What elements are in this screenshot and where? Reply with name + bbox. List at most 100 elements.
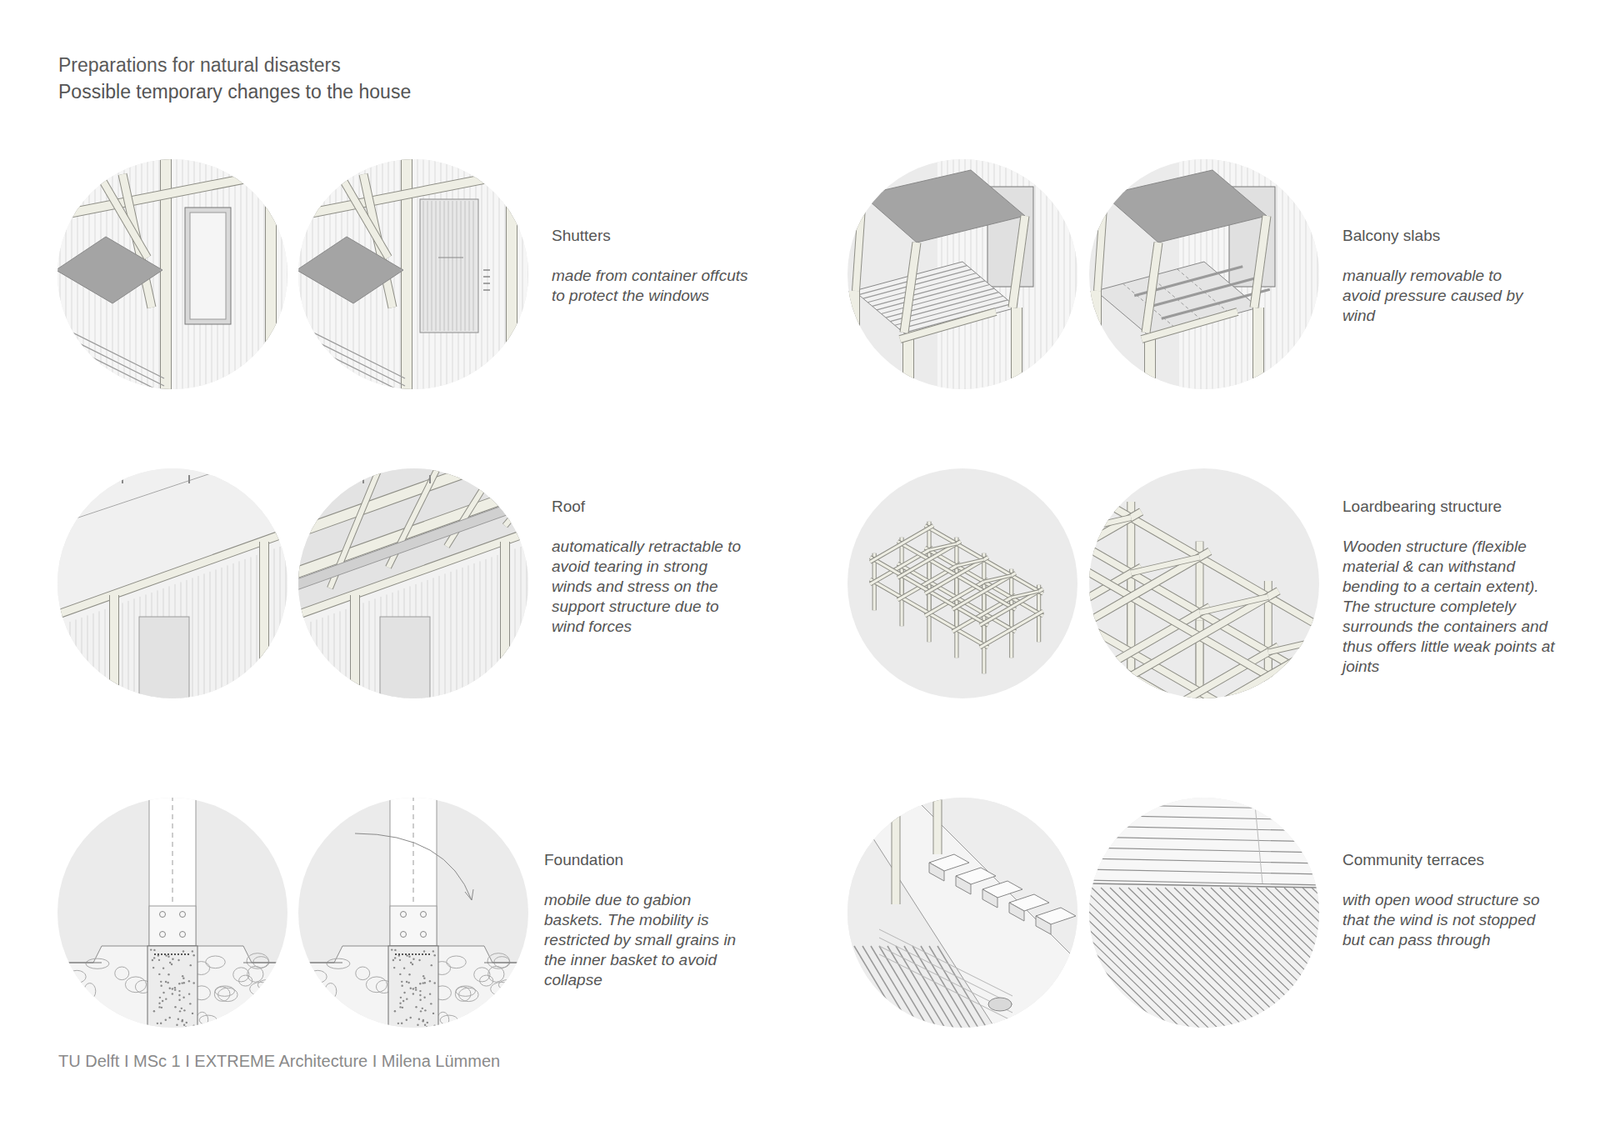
open-slat [1201, 887, 1352, 1034]
open-slat [1174, 887, 1325, 1034]
gabion-stone [297, 1015, 313, 1025]
gabion-stone [255, 997, 275, 1011]
small-grain [424, 981, 426, 984]
open-slat [1247, 887, 1398, 1034]
steel-plate [149, 905, 196, 946]
feature-description: mobile due to gabion baskets. The mobili… [544, 890, 745, 990]
corrugation-line [240, 157, 242, 391]
gabion-stone [250, 981, 272, 995]
corrugation-line [274, 548, 275, 700]
open-slat [1192, 887, 1343, 1034]
timber-beam [929, 543, 957, 550]
corrugation-line [487, 157, 489, 391]
timber-beam-outline [921, 541, 930, 685]
small-grain [405, 997, 408, 1000]
timber-beam-outline [1189, 685, 1347, 777]
corrugation-line [305, 623, 306, 700]
corrugation-line [456, 200, 458, 331]
timber-beam-outline [855, 195, 863, 291]
timber-beam-outline [1120, 590, 1279, 682]
timber-beam [296, 170, 530, 216]
roof-fixing [121, 475, 124, 484]
open-slat [1311, 887, 1462, 1034]
timber-beam [870, 525, 934, 563]
small-grain [422, 981, 425, 984]
timber-beam-outline [902, 336, 915, 391]
terrace-slat [887, 945, 938, 1030]
window-glass [190, 212, 226, 320]
timber-beam-outline [109, 595, 120, 700]
small-grain [399, 1002, 401, 1005]
small-grain [401, 1006, 404, 1009]
motion-arc [355, 833, 472, 900]
grey-slab [55, 236, 163, 304]
small-grain [412, 987, 415, 990]
small-grain [165, 1019, 167, 1021]
timber-column [390, 791, 437, 946]
corrugation-line [528, 157, 530, 391]
gabion-stone [486, 1013, 508, 1025]
small-grain [432, 1025, 435, 1028]
small-grain [429, 980, 431, 982]
gabion-stone [115, 966, 130, 980]
deck-slat [296, 369, 405, 424]
corrugation-line [215, 569, 217, 700]
board-joint [1254, 795, 1263, 884]
corrugation-line [485, 559, 487, 700]
open-slat [1394, 887, 1545, 1034]
detail-vignette [292, 791, 535, 1034]
timber-beam-outline [952, 573, 1016, 610]
small-grain [152, 966, 155, 969]
feature-heading: Roof [551, 496, 769, 517]
timber-beam [1097, 195, 1105, 291]
terrace-slat [870, 945, 921, 1030]
small-grain [178, 990, 180, 992]
corrugation-line [134, 598, 135, 700]
timber-beam [1145, 242, 1159, 333]
small-grain [181, 1019, 184, 1021]
gabion-stone [84, 983, 96, 1000]
small-grain [412, 958, 415, 960]
gabion-stone [455, 985, 476, 996]
timber-beam-outline [1200, 596, 1269, 613]
small-grain [158, 1005, 160, 1008]
timber-beam-outline [983, 511, 1279, 682]
terrace-upper [1087, 795, 1321, 884]
small-grain [420, 1010, 422, 1012]
corrugation-line [431, 200, 433, 331]
grey-slab [296, 236, 404, 304]
container-wall [296, 157, 530, 391]
small-grain [160, 1022, 162, 1025]
open-slat [1055, 887, 1205, 1034]
small-grain [425, 1025, 428, 1028]
corrugation-line [300, 157, 302, 391]
inner-basket [388, 945, 439, 1034]
gabion-stone [205, 955, 226, 969]
gabion-stone [257, 1005, 271, 1019]
corrugation-line [369, 600, 370, 700]
gabion-stone [246, 953, 269, 970]
corrugation-line [427, 200, 429, 331]
corrugation-line [1288, 157, 1290, 391]
gabion-stone [446, 955, 467, 969]
terrace-edge [1087, 883, 1321, 888]
gabion-stone [498, 1005, 512, 1019]
timber-beam-outline [55, 170, 290, 216]
timber-beam [983, 511, 1141, 603]
corrugation-line [520, 546, 522, 700]
gabion-stone [474, 967, 490, 982]
small-grain [191, 1025, 194, 1028]
open-slat [1366, 887, 1517, 1034]
timber-beam-outline [296, 489, 530, 573]
timber-beam-outline [1010, 307, 1023, 391]
timber-beam [1011, 307, 1022, 391]
gabion-stone [490, 981, 513, 995]
grey-slab [862, 170, 1025, 243]
detail-vignette [1089, 157, 1321, 391]
open-slat [1275, 887, 1425, 1034]
small-grain [415, 988, 417, 990]
small-grain [192, 981, 195, 984]
timber-beam-outline [1254, 215, 1267, 308]
timber-beam-outline [296, 409, 530, 493]
detail-vignette [55, 466, 290, 700]
